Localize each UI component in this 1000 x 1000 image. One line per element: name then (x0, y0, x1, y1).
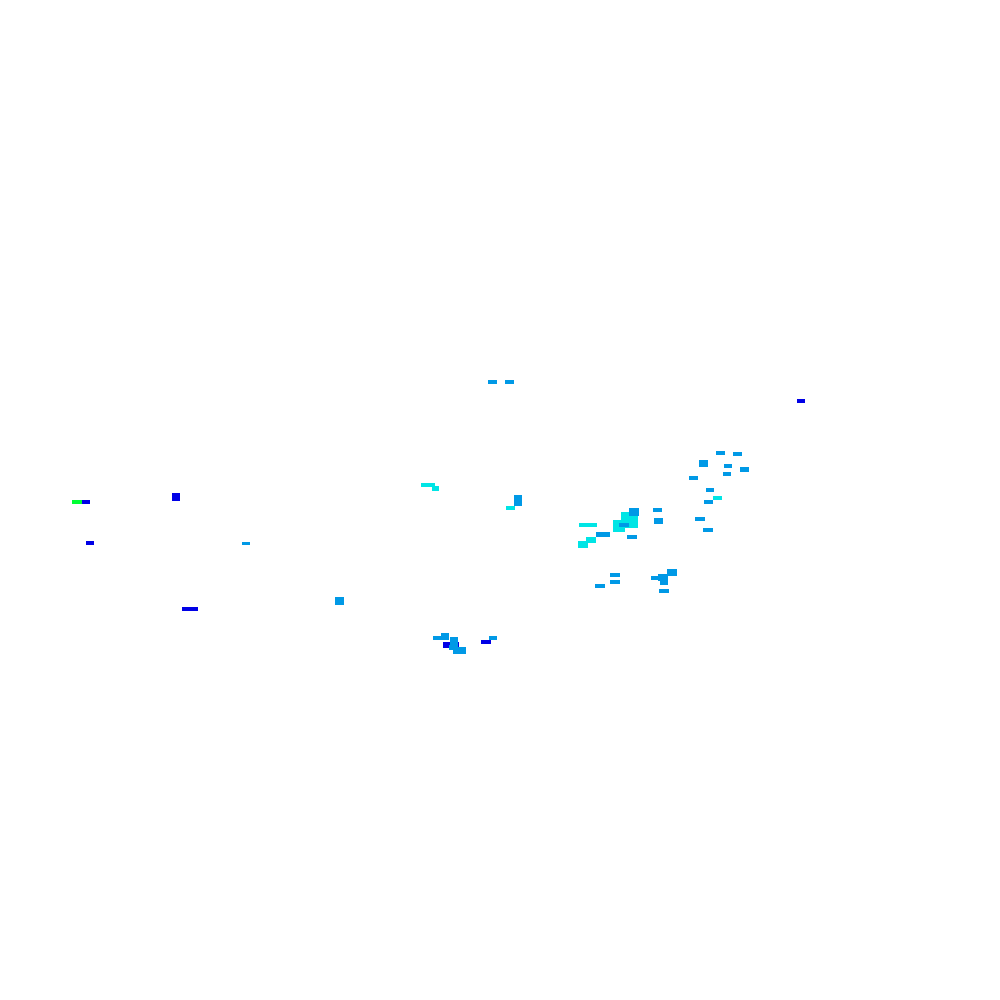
precip-cell-medium (654, 518, 663, 524)
precip-cell-medium (629, 508, 639, 516)
precip-cell-medium (610, 580, 620, 584)
precip-cell-medium-low (586, 537, 596, 543)
precip-cell-medium (695, 517, 705, 521)
precip-cell-high (182, 607, 198, 611)
precip-cell-medium (653, 508, 662, 512)
precip-cell-medium (704, 500, 713, 504)
precip-cell-medium (627, 535, 637, 539)
precip-cell-high (797, 399, 805, 403)
precip-cell-medium (660, 580, 668, 585)
precip-cell-medium (505, 380, 514, 384)
precip-cell-medium (733, 452, 742, 456)
precip-cell-medium (610, 573, 620, 577)
precip-cell-medium-low (579, 523, 597, 527)
precip-cell-medium (716, 451, 725, 455)
precip-cell-medium (595, 584, 605, 588)
precip-cell-high (86, 541, 94, 545)
precip-cell-medium (658, 574, 668, 581)
precip-cell-medium (450, 637, 458, 647)
precip-cell-medium (723, 472, 731, 476)
precip-cell-medium (667, 569, 677, 576)
precip-cell-medium (651, 576, 661, 580)
precip-cell-medium (706, 488, 714, 492)
precip-cell-medium-low (421, 483, 435, 487)
precip-cell-medium (453, 647, 466, 654)
precip-cell-medium-low (432, 486, 439, 491)
precip-cell-medium (596, 532, 610, 537)
precip-cell-medium-low (506, 506, 515, 510)
precip-cell-medium (724, 464, 732, 468)
precip-cell-medium (619, 523, 629, 527)
precip-cell-medium (740, 467, 749, 472)
precip-cell-medium (335, 597, 344, 605)
precip-cell-medium (699, 460, 708, 467)
precip-cell-medium (242, 542, 250, 545)
precip-cell-high (82, 500, 90, 504)
precip-cell-medium-low (713, 496, 722, 500)
precip-cell-medium (659, 589, 669, 593)
precip-cell-high (172, 493, 180, 501)
precip-cell-medium (703, 528, 713, 532)
precip-cell-low (72, 500, 82, 504)
precip-cell-high (481, 640, 491, 644)
precip-cell-medium-low (578, 541, 588, 548)
precip-cell-medium (514, 495, 522, 506)
precip-cell-medium (489, 636, 497, 640)
precip-cell-medium (441, 633, 449, 639)
precip-cell-medium (488, 380, 497, 384)
precip-cell-medium (689, 476, 698, 480)
